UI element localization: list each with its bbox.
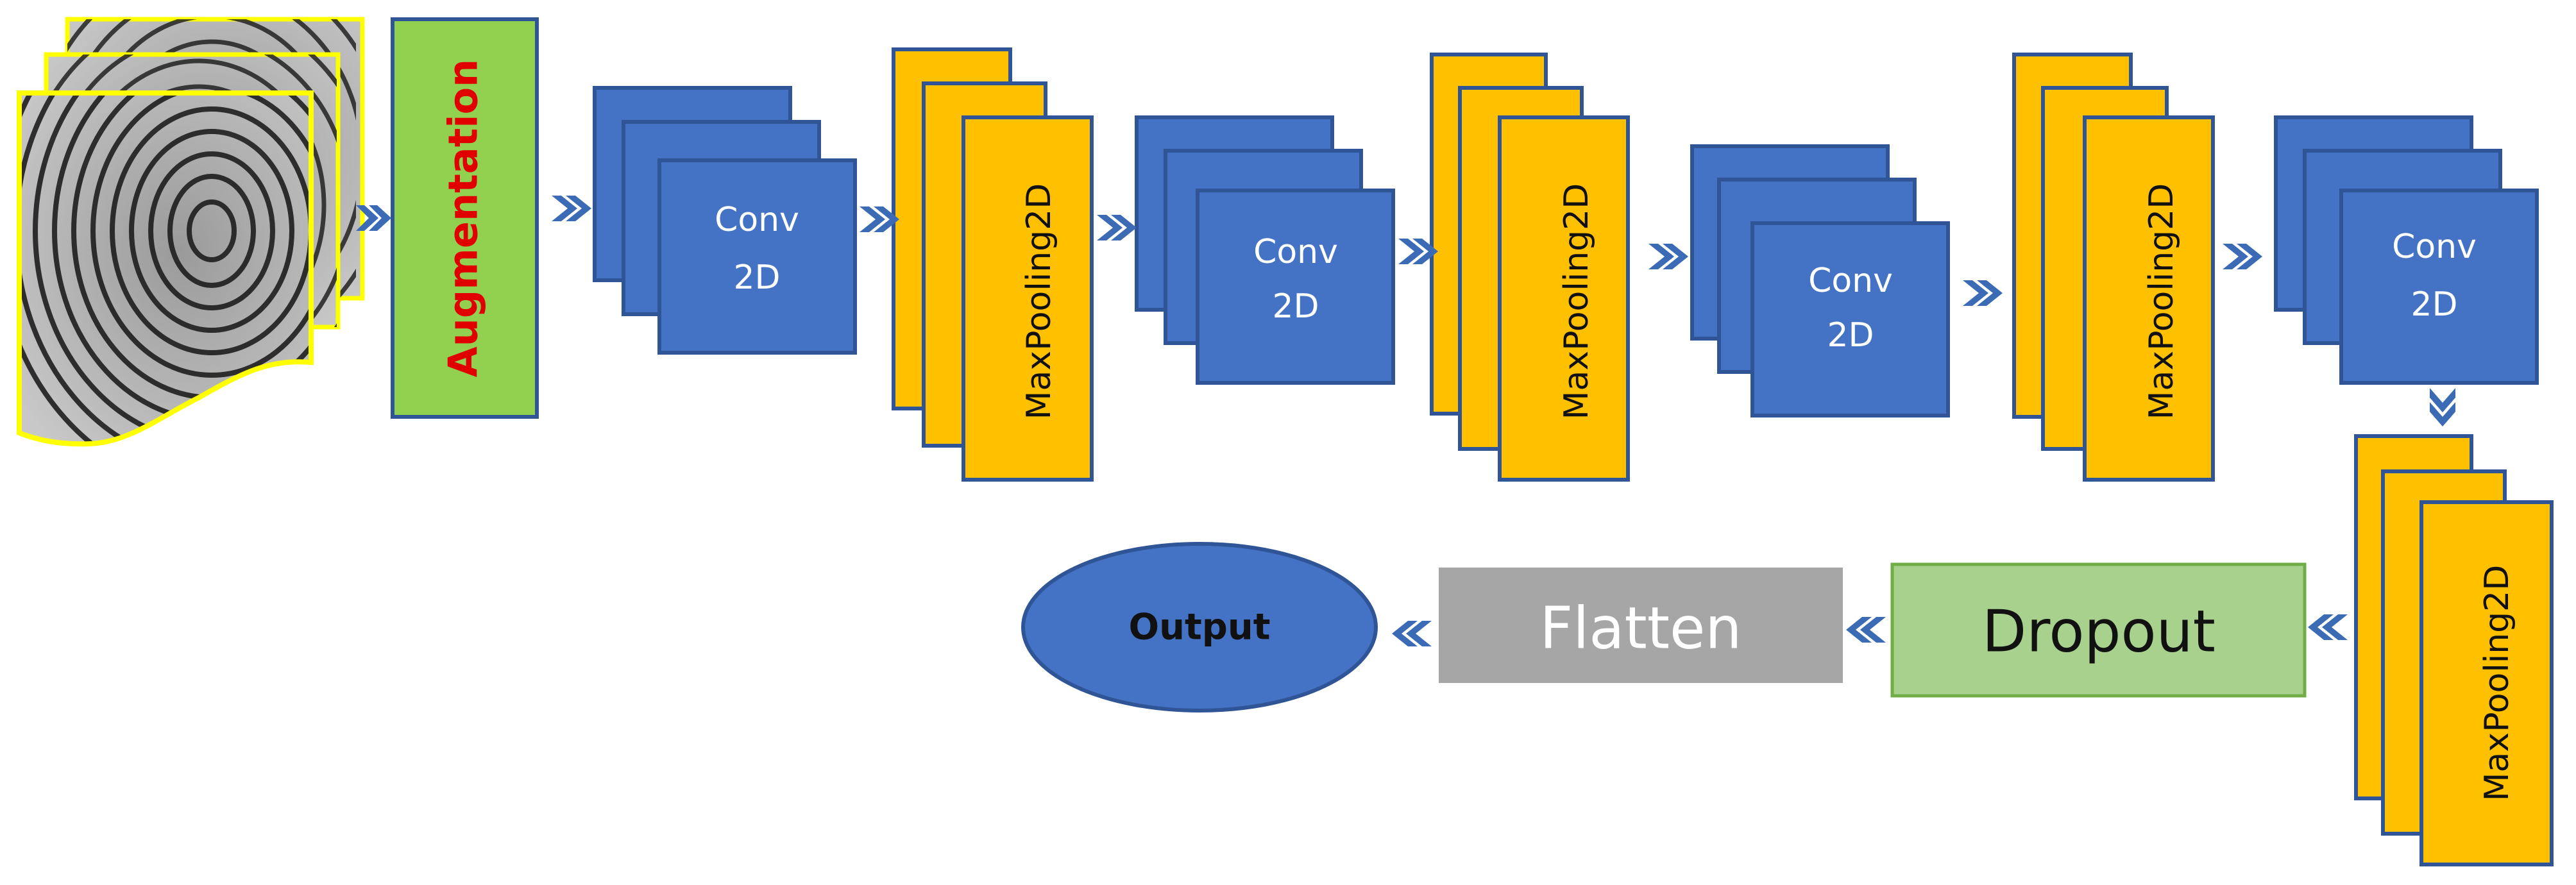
conv2d-label-1-line1: Conv — [715, 201, 799, 239]
arrow-input-to-augmentation — [356, 205, 391, 231]
arrow-pool3-to-conv4 — [2223, 244, 2262, 269]
maxpooling2d-block-4: MaxPooling2D — [2354, 434, 2554, 866]
conv2d-block-3: Conv 2D — [1690, 144, 1950, 417]
conv2d-label-4-line1: Conv — [2392, 228, 2477, 266]
flatten-block: Flatten — [1439, 568, 1843, 683]
conv2d-block-2: Conv 2D — [1135, 115, 1395, 385]
output-node: Output — [1021, 542, 1378, 712]
maxpooling2d-block-3: MaxPooling2D — [2012, 53, 2215, 482]
conv2d-label-2-line2: 2D — [1272, 287, 1319, 326]
connector-arrows — [356, 196, 2455, 646]
dropout-block: Dropout — [1890, 562, 2307, 698]
conv2d-label-1-line2: 2D — [733, 258, 780, 297]
fingerprint-input-stack — [17, 17, 365, 447]
conv2d-label-3-line2: 2D — [1827, 316, 1874, 355]
maxpooling2d-label-3: MaxPooling2D — [2142, 183, 2181, 420]
arrow-conv2-to-pool2 — [1398, 239, 1438, 264]
conv2d-label-3-line1: Conv — [1808, 262, 1893, 300]
arrow-dropout-to-flatten — [1846, 617, 1886, 643]
maxpooling2d-label-2: MaxPooling2D — [1557, 183, 1596, 420]
conv2d-label-4-line2: 2D — [2411, 285, 2457, 324]
conv2d-block-4: Conv 2D — [2274, 115, 2539, 385]
flatten-label: Flatten — [1540, 595, 1742, 662]
conv2d-block-1: Conv 2D — [593, 86, 857, 355]
conv2d-label-2-line1: Conv — [1253, 233, 1338, 271]
arrow-conv4-to-pool4 — [2430, 388, 2455, 426]
maxpooling2d-label-4: MaxPooling2D — [2478, 565, 2516, 802]
arrow-conv1-to-pool1 — [860, 206, 899, 232]
arrow-pool2-to-conv3 — [1648, 244, 1688, 269]
arrow-flatten-to-output — [1392, 621, 1432, 646]
arrow-conv3-to-pool3 — [1963, 280, 2003, 306]
maxpooling2d-block-1: MaxPooling2D — [892, 47, 1094, 482]
arrow-pool4-to-dropout — [2308, 614, 2348, 640]
output-label: Output — [1129, 607, 1271, 648]
augmentation-block: Augmentation — [391, 17, 539, 419]
maxpooling2d-block-2: MaxPooling2D — [1430, 53, 1630, 482]
augmentation-label: Augmentation — [440, 59, 487, 377]
arrow-augmentation-to-conv1 — [552, 196, 591, 221]
maxpooling2d-label-1: MaxPooling2D — [1020, 183, 1058, 420]
arrow-pool1-to-conv2 — [1097, 215, 1137, 240]
dropout-label: Dropout — [1982, 598, 2216, 666]
